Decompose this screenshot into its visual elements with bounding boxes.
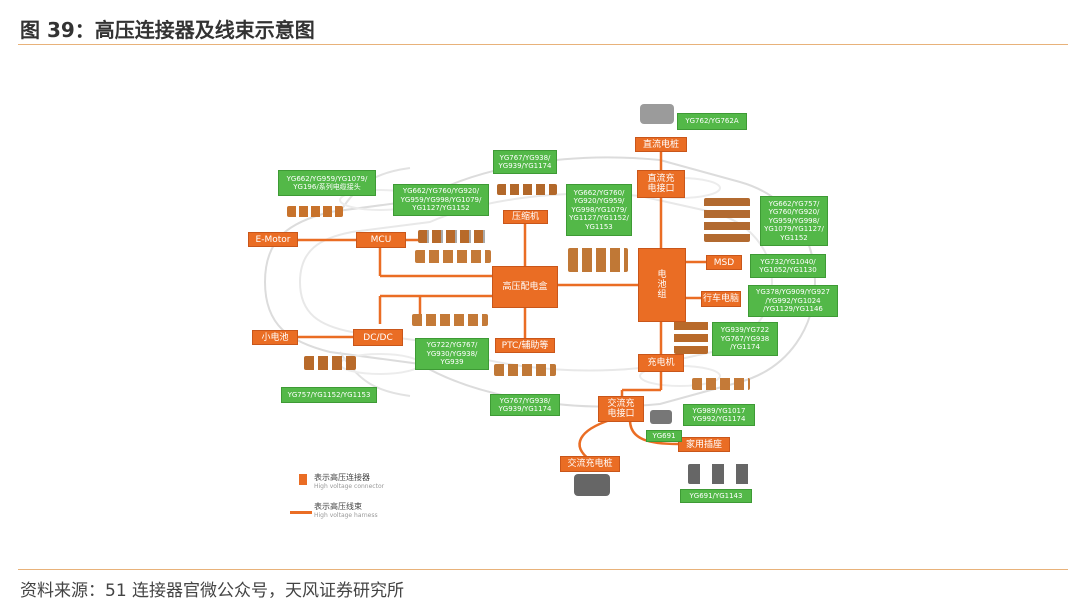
code-box-ac-port: YG989/YG1017 YG992/YG1174 [683, 404, 755, 426]
component-home-socket: 家用插座 [678, 437, 730, 452]
page-title: 图 39：高压连接器及线束示意图 [20, 18, 315, 42]
code-box-home: YG691/YG1143 [680, 489, 752, 503]
legend-connector-swatch [299, 474, 307, 485]
connector-images [494, 364, 556, 376]
ac-plug-image [650, 410, 672, 424]
component-obc: 充电机 [638, 354, 684, 372]
title-divider [18, 44, 1068, 45]
legend-connector-cn: 表示高压连接器 [314, 473, 370, 482]
legend-harness-cn: 表示高压线束 [314, 502, 362, 511]
footer-divider [18, 569, 1068, 570]
connector-images [674, 320, 708, 354]
ac-pile-image [574, 474, 610, 496]
code-box-compressor: YG767/YG938/ YG939/YG1174 [493, 150, 557, 174]
component-dc-port: 直流充电接口 [637, 170, 685, 198]
component-small-battery: 小电池 [252, 330, 298, 345]
component-e-motor: E-Motor [248, 232, 298, 247]
component-mcu: MCU [356, 232, 406, 248]
code-box-battery-left: YG662/YG760/ YG920/YG959/ YG998/YG1079/ … [566, 184, 632, 236]
code-box-ac-small: YG691 [646, 430, 682, 442]
code-box-emotor: YG662/YG959/YG1079/ YG196/系列电缆接头 [278, 170, 376, 196]
code-box-right-top: YG662/YG757/ YG760/YG920/ YG959/YG998/ Y… [760, 196, 828, 246]
connector-images [418, 230, 488, 243]
component-dcdc: DC/DC [353, 329, 403, 346]
connector-images [304, 356, 356, 370]
code-box-ptc: YG767/YG938/ YG939/YG1174 [490, 394, 560, 416]
component-msd: MSD [706, 255, 742, 270]
dc-charger-image [640, 104, 674, 124]
code-box-small-battery: YG757/YG1152/YG1153 [281, 387, 377, 403]
component-dc-charger: 直流电桩 [635, 137, 687, 152]
component-ac-port: 交流充电接口 [598, 396, 644, 422]
legend-connector-en: High voltage connector [314, 483, 385, 490]
code-box-obc: YG939/YG722 YG767/YG938 /YG1174 [712, 322, 778, 356]
code-box-mcu: YG662/YG760/YG920/ YG959/YG998/YG1079/ Y… [393, 184, 489, 216]
code-box-drive: YG378/YG909/YG927 /YG992/YG1024 /YG1129/… [748, 285, 838, 317]
code-box-top-right: YG762/YG762A [677, 113, 747, 130]
connector-images [692, 378, 750, 390]
component-hv-box: 高压配电盒 [492, 266, 558, 308]
connector-images [497, 184, 557, 195]
connector-images [704, 198, 750, 242]
source-note: 资料来源：51 连接器官微公众号，天风证券研究所 [20, 581, 405, 601]
connector-images [568, 248, 628, 272]
connector-images [287, 206, 343, 217]
connector-images [415, 250, 491, 263]
component-ptc: PTC/辅助等 [495, 338, 555, 353]
component-battery-pack: 电池组 [638, 248, 686, 322]
connector-images [412, 314, 488, 326]
harness-lines [298, 152, 706, 461]
code-box-dcdc: YG722/YG767/ YG930/YG938/ YG939 [415, 338, 489, 370]
component-ac-pile: 交流充电桩 [560, 456, 620, 472]
code-box-msd: YG732/YG1040/ YG1052/YG1130 [750, 254, 826, 278]
home-plug-image [688, 464, 750, 484]
legend-harness-en: High voltage harness [314, 512, 378, 519]
component-compressor: 压缩机 [503, 210, 548, 224]
component-drive-computer: 行车电脑 [701, 291, 741, 307]
legend-harness-swatch [290, 511, 312, 514]
